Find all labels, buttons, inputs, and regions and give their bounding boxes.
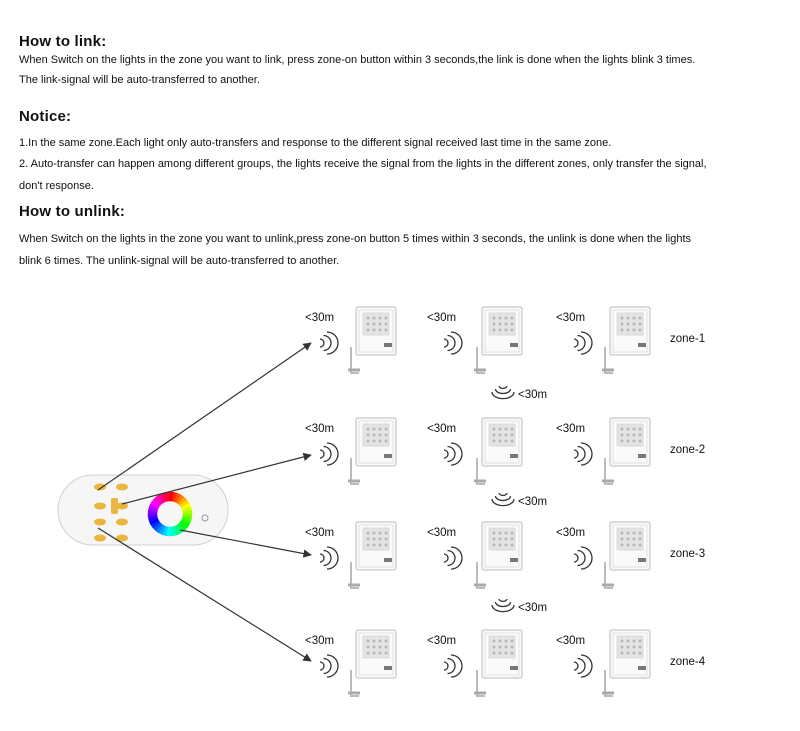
- flood-light: [472, 305, 524, 375]
- signal-wave-icon: [491, 385, 515, 400]
- unlink-text-line2: blink 6 times. The unlink-signal will be…: [19, 255, 340, 267]
- flood-light: [346, 520, 398, 590]
- flood-light: [600, 305, 652, 375]
- distance-label: <30m: [556, 527, 585, 539]
- link-text-line2: The link-signal will be auto-transferred…: [19, 74, 260, 86]
- distance-label: <30m: [427, 635, 456, 647]
- flood-light: [346, 416, 398, 486]
- flood-light: [472, 628, 524, 698]
- distance-label: <30m: [556, 635, 585, 647]
- notice-text-line1: 1.In the same zone.Each light only auto-…: [19, 137, 612, 149]
- color-wheel: [147, 491, 193, 537]
- distance-label: <30m: [305, 635, 334, 647]
- flood-light: [472, 416, 524, 486]
- link-heading: How to link:: [19, 33, 107, 50]
- signal-wave-icon: [573, 442, 593, 466]
- notice-text-line3: don't response.: [19, 180, 94, 192]
- distance-label: <30m: [556, 312, 585, 324]
- flood-light: [600, 520, 652, 590]
- signal-wave-icon: [491, 492, 515, 507]
- signal-wave-icon: [319, 442, 339, 466]
- zone-label: zone-2: [670, 444, 705, 456]
- flood-light: [600, 416, 652, 486]
- flood-light: [346, 305, 398, 375]
- distance-label: <30m: [556, 423, 585, 435]
- zone-label: zone-1: [670, 333, 705, 345]
- distance-label: <30m: [427, 312, 456, 324]
- unlink-heading: How to unlink:: [19, 203, 126, 220]
- distance-label: <30m: [427, 423, 456, 435]
- signal-wave-icon: [443, 442, 463, 466]
- distance-label: <30m: [305, 312, 334, 324]
- signal-wave-icon: [491, 598, 515, 613]
- flood-light: [472, 520, 524, 590]
- signal-wave-icon: [319, 546, 339, 570]
- distance-label: <30m: [518, 389, 547, 401]
- distance-label: <30m: [518, 602, 547, 614]
- notice-text-line2: 2. Auto-transfer can happen among differ…: [19, 158, 707, 170]
- signal-wave-icon: [443, 331, 463, 355]
- link-text-line1: When Switch on the lights in the zone yo…: [19, 54, 696, 66]
- signal-wave-icon: [573, 546, 593, 570]
- distance-label: <30m: [305, 423, 334, 435]
- distance-label: <30m: [427, 527, 456, 539]
- flood-light: [600, 628, 652, 698]
- zone-label: zone-4: [670, 656, 706, 668]
- signal-wave-icon: [573, 654, 593, 678]
- signal-wave-icon: [319, 331, 339, 355]
- unlink-text-line1: When Switch on the lights in the zone yo…: [19, 233, 692, 245]
- signal-wave-icon: [573, 331, 593, 355]
- signal-wave-icon: [443, 654, 463, 678]
- zone-link-diagram: <30m <30m <30m zone-1 <30m <30m <30m zone-2 <30m…: [57, 305, 706, 698]
- distance-label: <30m: [305, 527, 334, 539]
- signal-wave-icon: [319, 654, 339, 678]
- distance-label: <30m: [518, 496, 547, 508]
- zone-label: zone-3: [670, 548, 705, 560]
- flood-light: [346, 628, 398, 698]
- signal-arrows: [97, 342, 312, 662]
- remote-control: [57, 474, 229, 546]
- notice-heading: Notice:: [19, 108, 72, 125]
- signal-wave-icon: [443, 546, 463, 570]
